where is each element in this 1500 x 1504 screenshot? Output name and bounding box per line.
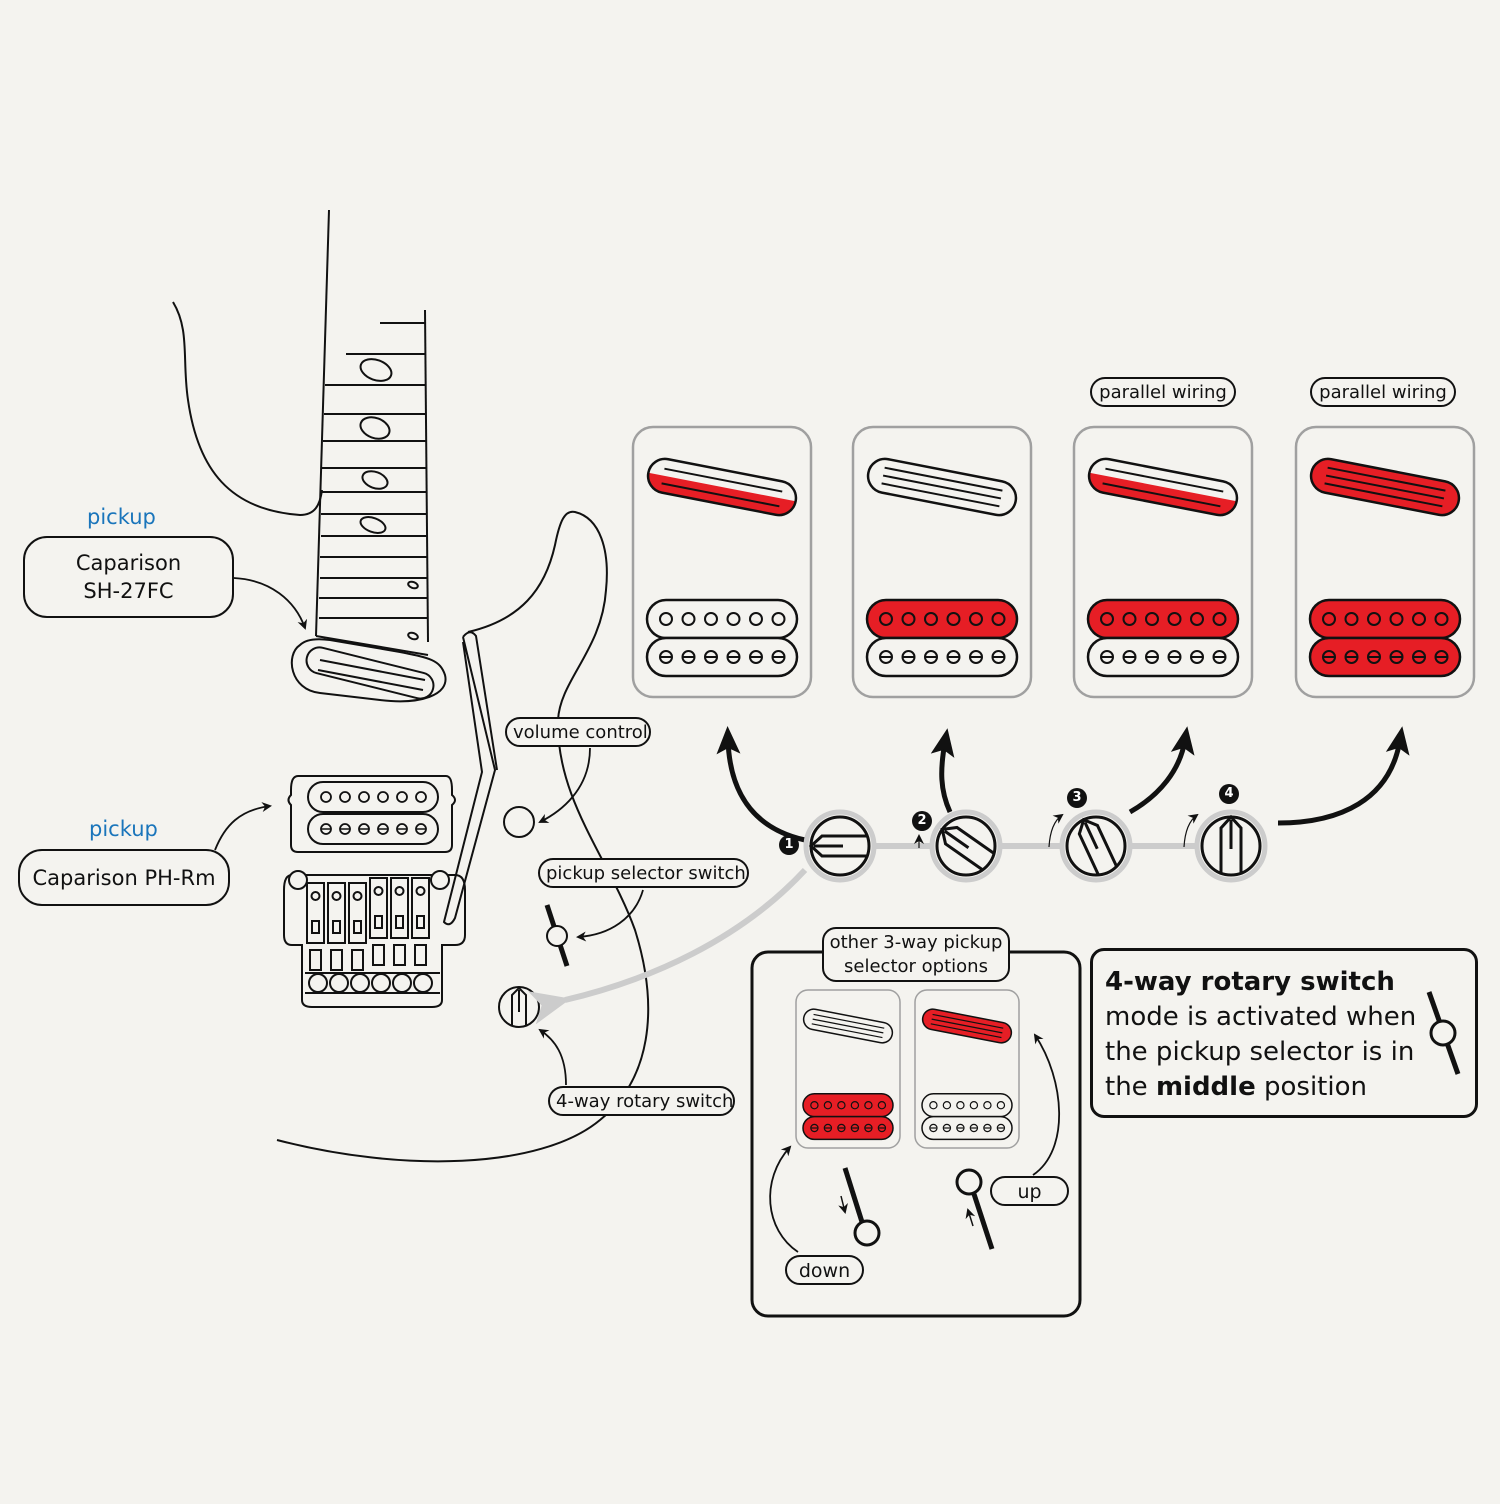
other-options-title-line1: other 3-way pickup [829,931,1003,953]
bridge-pickup-caption: pickup [89,817,158,841]
selector-up-icon [955,1168,995,1250]
position-card-2 [851,425,1033,699]
humbucker-coil [1308,598,1462,640]
pickup-card [1072,425,1254,699]
option-card-up [914,989,1020,1149]
bridge-pickup-name: Caparison PH-Rm [32,865,216,890]
single-coil-pickup [1086,457,1239,518]
selector-switch-icon [544,904,570,967]
selector-down-icon [838,1167,881,1247]
single-coil-pickup [921,1008,1013,1044]
single-coil-pickup [645,457,798,518]
rotary-connector [528,843,1200,1025]
info-line-2: mode is activated when [1105,1002,1417,1032]
position-card-4 [1294,425,1476,699]
humbucker-coil [921,1093,1013,1118]
pickup-card [631,425,813,699]
bridge-saddles [306,877,433,993]
pickup-selector-label: pickup selector switch [538,858,749,888]
humbucker-coil [1086,598,1240,640]
info-line-3: the pickup selector is in [1105,1037,1415,1067]
humbucker-coil [921,1115,1013,1141]
single-coil-pickup [802,1008,894,1044]
neck-pickup-brand: Caparison [75,551,182,575]
tremolo-arm [442,631,498,926]
neck-pickup-caption: pickup [87,505,156,529]
position-card-1 [631,425,813,699]
pole-piece [377,823,389,835]
neck-pickup-model: SH-27FC [83,579,174,603]
humbucker-coil [645,598,799,640]
pole-piece [415,823,427,835]
fretboard [315,209,429,656]
neck-pickup-label: Caparison SH-27FC [23,536,234,618]
pole-piece [320,823,332,835]
neck-pickup-graphic [290,638,447,703]
position-3-badge: 3 [1067,788,1087,808]
position-4-wiring-label: parallel wiring [1310,377,1456,407]
position-card-3 [1072,425,1254,699]
single-coil-pickup [1309,457,1461,517]
pole-piece [396,791,408,803]
rotary-switch-label: 4-way rotary switch [548,1086,735,1116]
info-selector-icon [1426,991,1461,1075]
info-middle-bold: middle [1155,1072,1256,1102]
single-coil-pickup [866,457,1018,517]
pole-piece [415,791,427,803]
pole-piece [339,791,351,803]
bridge-pickup-graphic [287,775,456,853]
position-1-badge: 1 [779,835,799,855]
callout-arrows [214,577,1060,1253]
position-4-badge: 4 [1219,784,1239,804]
pole-piece [358,823,370,835]
rotary-knob-position-4 [1194,809,1268,883]
pickup-card [914,989,1020,1149]
rotary-knob-position-3 [1059,809,1133,883]
info-title: 4-way rotary switch [1105,967,1395,997]
other-options-title-line2: selector options [844,955,988,977]
pole-piece [377,791,389,803]
pole-piece [320,791,332,803]
rotary-knobs [803,809,1268,883]
position-2-badge: 2 [912,811,932,831]
info-line-4: the middle position [1105,1072,1367,1102]
volume-knob [503,806,535,838]
up-label: up [990,1176,1069,1206]
rotary-knob-position-1 [803,809,877,883]
option-card-down [795,989,901,1149]
info-box: 4-way rotary switch mode is activated wh… [1090,948,1478,1118]
pickup-card [1294,425,1476,699]
humbucker-coil [802,1093,894,1118]
pole-piece [358,791,370,803]
bridge-pickup-label: Caparison PH-Rm [18,849,230,906]
pickup-card [851,425,1033,699]
humbucker-coil [802,1115,894,1141]
humbucker-coil [645,636,799,678]
rotary-knob-position-2 [929,809,1003,883]
humbucker-coil [865,598,1019,640]
volume-control-label: volume control [505,717,651,747]
position-arrows [716,726,1410,843]
position-3-wiring-label: parallel wiring [1090,377,1236,407]
pole-piece [396,823,408,835]
pole-piece [339,823,351,835]
other-options-title: other 3-way pickup selector options [822,927,1010,982]
humbucker-coil [865,636,1019,678]
humbucker-coil [1086,636,1240,678]
rotary-switch-on-body [498,986,540,1028]
pickup-card [795,989,901,1149]
bridge-pickup-poles [320,791,427,835]
small-rotation-arrows [914,813,1199,848]
humbucker-coil [1308,636,1462,678]
down-label: down [785,1255,864,1285]
